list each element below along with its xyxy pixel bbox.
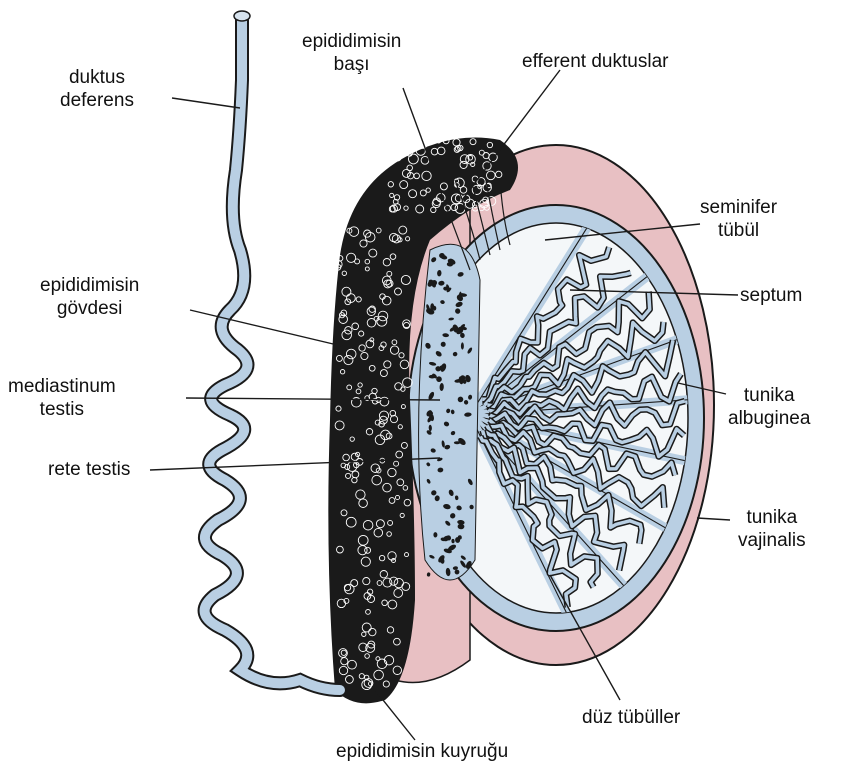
label-tunika-vajinalis: tunika vajinalis — [738, 506, 806, 552]
label-septum: septum — [740, 284, 802, 307]
ductus-deferens-end — [234, 11, 250, 21]
label-epididimisin-kuyrugu: epididimisin kuyruğu — [336, 740, 508, 763]
label-tunika-albuginea: tunika albuginea — [728, 384, 810, 430]
label-duktus-deferens: duktus deferens — [60, 66, 134, 112]
label-rete-testis: rete testis — [48, 458, 130, 481]
label-seminifer-tubul: seminifer tübül — [700, 196, 777, 242]
epididymis-coil — [437, 139, 441, 143]
label-epididimisin-govdesi: epididimisin gövdesi — [40, 274, 139, 320]
rete-dot — [461, 342, 464, 349]
label-mediastinum-testis: mediastinum testis — [8, 375, 116, 421]
label-duz-tubuller: düz tübüller — [582, 706, 680, 729]
epididymis-coil — [405, 146, 410, 151]
label-epididimisin-basi: epididimisin başı — [302, 30, 401, 76]
label-efferent-duktuslar: efferent duktuslar — [522, 50, 668, 73]
ductus-deferens-lumen — [205, 20, 340, 690]
epididymis-coil — [387, 148, 396, 157]
